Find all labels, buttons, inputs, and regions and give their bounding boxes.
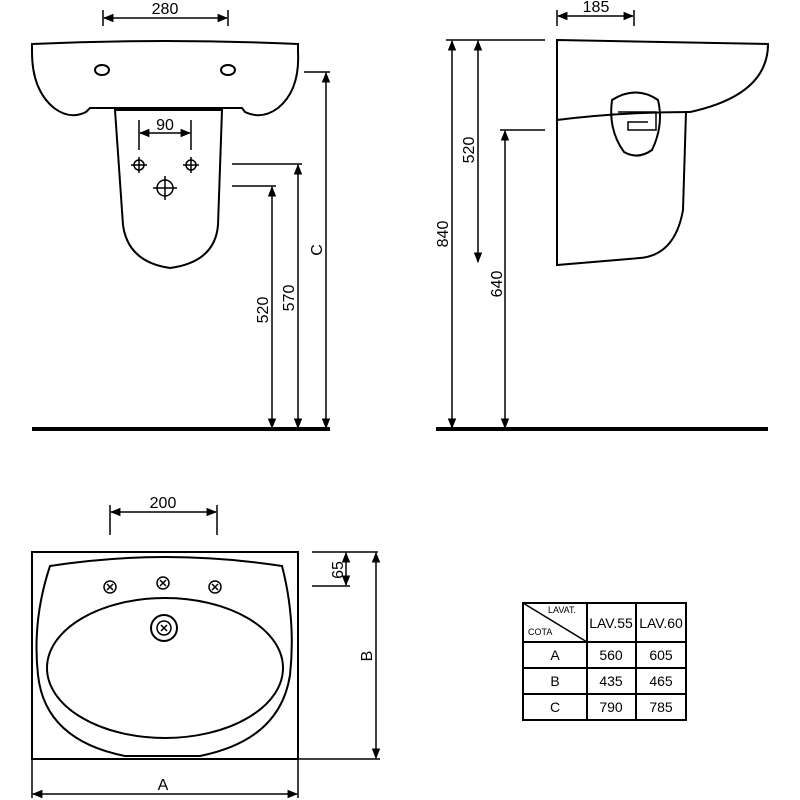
- dim-label-65: 65: [330, 561, 347, 579]
- tap-hole: [94, 64, 110, 76]
- top-view: 200 65 B A: [31, 495, 381, 799]
- dim-label-520-side: 520: [461, 137, 478, 164]
- basin-outline: [31, 551, 299, 760]
- table-row-label: A: [550, 647, 560, 663]
- dim-label-640: 640: [489, 271, 506, 298]
- siphon-trap: [618, 111, 657, 131]
- tap-hole: [220, 64, 236, 76]
- dim-label-280: 280: [152, 1, 179, 18]
- table-row-label: B: [550, 673, 559, 689]
- siphon: [610, 91, 661, 157]
- basin-bowl: [46, 597, 284, 739]
- basin-side-profile: [556, 38, 770, 267]
- dim-label-a: A: [158, 777, 169, 794]
- table-cell: 790: [599, 699, 623, 715]
- table-cell: 560: [599, 647, 623, 663]
- tap-hole: [208, 580, 222, 594]
- dim-label-520: 520: [255, 297, 272, 324]
- drain: [150, 614, 178, 642]
- basin-bottom-line: [556, 111, 691, 121]
- dim-label-185: 185: [583, 0, 610, 16]
- dim-label-c: C: [309, 244, 326, 256]
- table-header-lav60: LAV.60: [639, 615, 683, 631]
- dim-label-840: 840: [435, 221, 452, 248]
- table-cell: 465: [649, 673, 673, 689]
- basin-front: [31, 40, 300, 117]
- basin-rim: [35, 556, 293, 757]
- dimension-table: LAVAT. COTA LAV.55 LAV.60 A 560 605 B 43…: [522, 602, 687, 721]
- tap-hole: [103, 580, 117, 594]
- table-row-label: C: [550, 699, 560, 715]
- dim-label-90: 90: [156, 117, 174, 134]
- dim-label-b: B: [359, 651, 376, 662]
- table-cell: 785: [649, 699, 673, 715]
- table-corner-diagonal: [522, 602, 588, 643]
- pedestal-front: [113, 109, 224, 270]
- table-corner-top: LAVAT.: [548, 605, 576, 615]
- side-view: 185 840 520 640: [435, 0, 770, 431]
- table-corner-bottom: COTA: [528, 627, 552, 637]
- table-cell: 605: [649, 647, 673, 663]
- table-cell: 435: [599, 673, 623, 689]
- table-border: [522, 602, 687, 721]
- table-header-lav55: LAV.55: [589, 615, 633, 631]
- dim-label-570: 570: [281, 285, 298, 312]
- tap-hole: [156, 576, 170, 590]
- front-view: 280 90 520 570 C: [31, 1, 331, 431]
- dim-label-200: 200: [150, 495, 177, 512]
